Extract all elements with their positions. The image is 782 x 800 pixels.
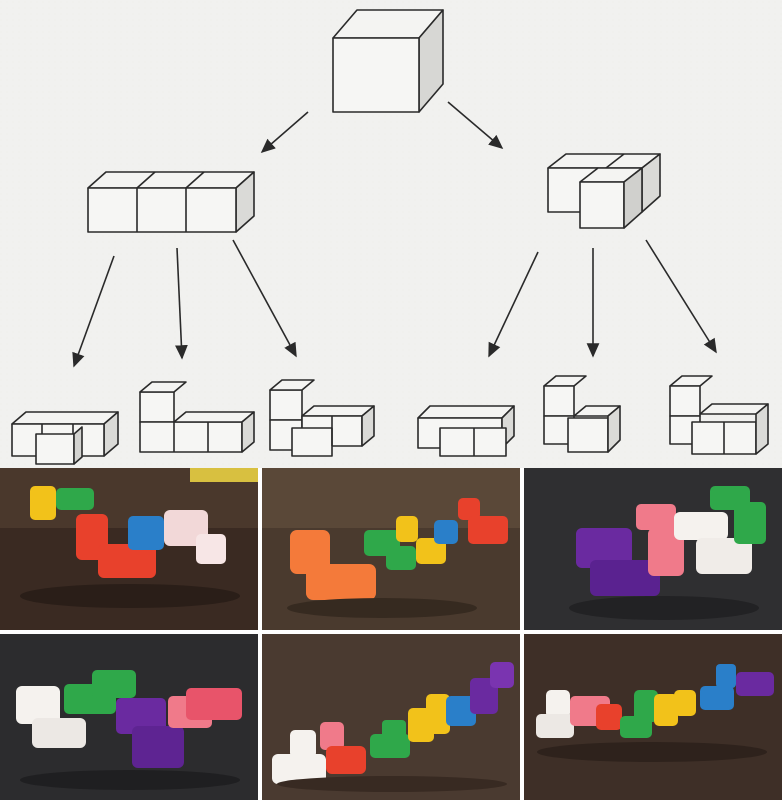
divider <box>0 630 782 634</box>
node-tetracube-2 <box>139 381 255 453</box>
photo-1 <box>0 468 258 630</box>
arrow <box>645 239 717 354</box>
node-tricube-straight <box>87 171 255 233</box>
sketch-canvas <box>0 0 782 468</box>
arrow <box>447 101 504 150</box>
photo-grid <box>0 468 782 800</box>
pencil-sketch-tree <box>0 0 782 468</box>
photo-1-image <box>0 468 258 630</box>
node-tetracube-4 <box>417 405 515 457</box>
photo-3-image <box>524 468 782 630</box>
node-tetracube-5 <box>543 375 621 453</box>
photo-5 <box>262 634 520 800</box>
photo-2-image <box>262 468 520 630</box>
node-tetracube-6 <box>669 375 769 455</box>
node-tricube-bent <box>547 153 661 229</box>
photo-6-image <box>524 634 782 800</box>
arrow <box>72 255 115 368</box>
arrow <box>260 111 309 154</box>
photo-2 <box>262 468 520 630</box>
photo-3 <box>524 468 782 630</box>
photo-6 <box>524 634 782 800</box>
node-tetracube-1 <box>11 411 119 465</box>
arrow <box>232 239 297 358</box>
photo-4 <box>0 634 258 800</box>
divider <box>258 468 262 800</box>
divider <box>520 468 524 800</box>
photo-5-image <box>262 634 520 800</box>
arrow <box>488 251 539 358</box>
node-tetracube-3 <box>269 379 375 457</box>
node-monocube <box>332 9 444 113</box>
arrow <box>175 247 188 360</box>
photo-4-image <box>0 634 258 800</box>
